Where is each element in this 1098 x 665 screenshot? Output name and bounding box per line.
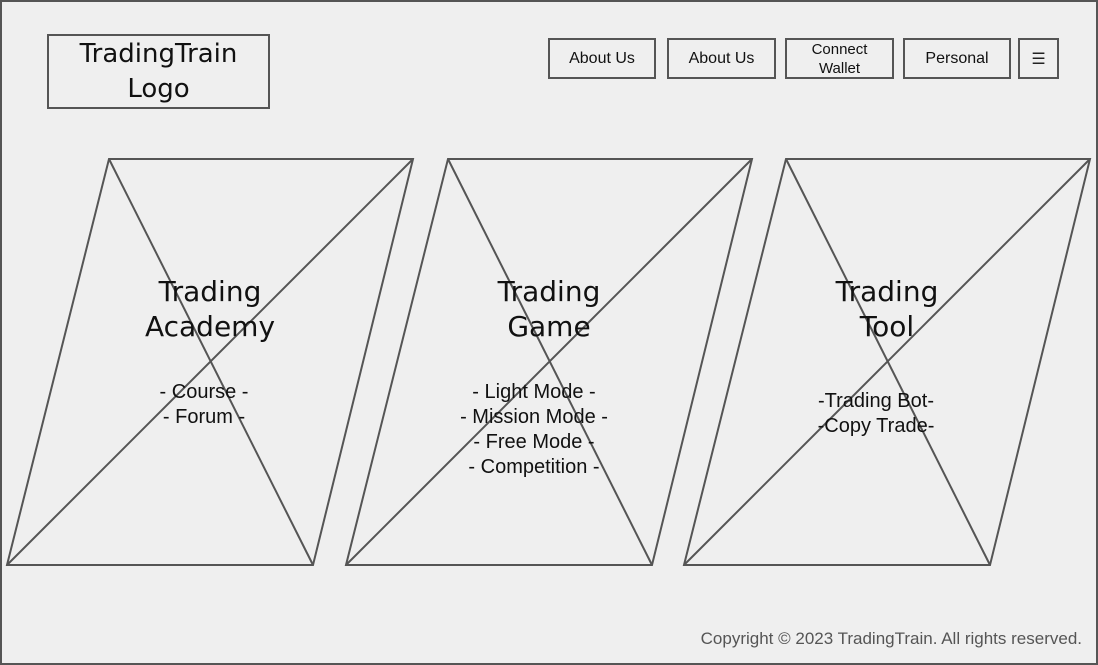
list-item[interactable]: -Copy Trade- (817, 415, 935, 437)
about-us-button[interactable]: About Us (548, 38, 656, 79)
card-academy-title: Trading Academy (80, 274, 340, 344)
hamburger-menu-icon: ☰ (1031, 50, 1046, 68)
logo-text-line2: Logo (127, 73, 190, 104)
list-item[interactable]: - Forum - (162, 406, 246, 428)
logo-text-line1: TradingTrain (79, 38, 238, 69)
list-item[interactable]: - Competition - (468, 456, 600, 478)
card-academy-shape[interactable] (5, 158, 415, 566)
about-us-button-secondary[interactable]: About Us (667, 38, 776, 79)
card-game-title-line1: Trading (497, 275, 601, 308)
list-item[interactable]: - Light Mode - (472, 381, 596, 403)
card-game-title-line2: Game (507, 310, 591, 343)
list-item[interactable]: - Free Mode - (473, 431, 595, 453)
card-academy-title-line2: Academy (144, 310, 276, 343)
copyright-footer: Copyright © 2023 TradingTrain. All right… (700, 629, 1082, 648)
card-game-items: - Light Mode - - Mission Mode - - Free M… (404, 380, 664, 480)
card-tool-shape[interactable] (682, 158, 1092, 566)
logo-placeholder[interactable]: TradingTrain Logo (47, 34, 270, 109)
card-tool-title-line1: Trading (835, 275, 939, 308)
card-game-shape[interactable] (344, 158, 754, 566)
card-game-title: Trading Game (419, 274, 679, 344)
about-us-button-label: About Us (569, 49, 635, 67)
connect-wallet-label-line1: Connect (811, 40, 868, 58)
personal-button[interactable]: Personal (903, 38, 1011, 79)
connect-wallet-label-line2: Wallet (818, 59, 861, 77)
about-us-button-secondary-label: About Us (688, 49, 755, 67)
list-item[interactable]: - Mission Mode - (460, 406, 608, 428)
list-item[interactable]: -Trading Bot- (818, 390, 934, 412)
list-item[interactable]: - Course - (159, 381, 249, 403)
personal-button-label: Personal (925, 49, 989, 67)
card-tool-title: Trading Tool (757, 274, 1017, 344)
card-tool-title-line2: Tool (859, 310, 915, 343)
card-academy-title-line1: Trading (158, 275, 262, 308)
card-academy-items: - Course - - Forum - (74, 380, 334, 430)
card-tool-items: -Trading Bot- -Copy Trade- (746, 389, 1006, 439)
connect-wallet-button[interactable]: Connect Wallet (785, 38, 894, 79)
menu-button[interactable]: ☰ (1018, 38, 1059, 79)
